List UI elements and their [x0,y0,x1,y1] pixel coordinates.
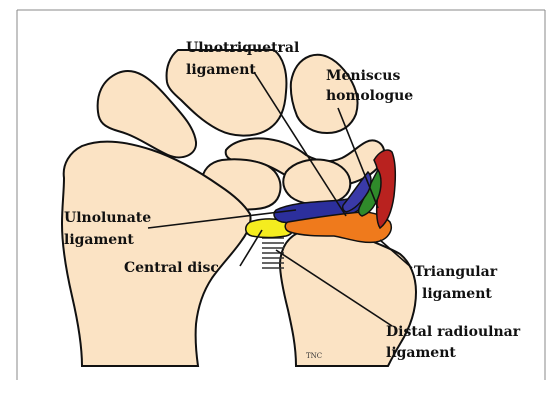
artist-signature: TNC [306,352,322,360]
label-central-disc: Central disc [124,260,219,276]
triquetrum-bone [283,160,350,205]
label-distal-radioulnar: Distal radioulnar ligament [386,324,525,361]
label-triangular: Triangular ligament [414,264,502,302]
